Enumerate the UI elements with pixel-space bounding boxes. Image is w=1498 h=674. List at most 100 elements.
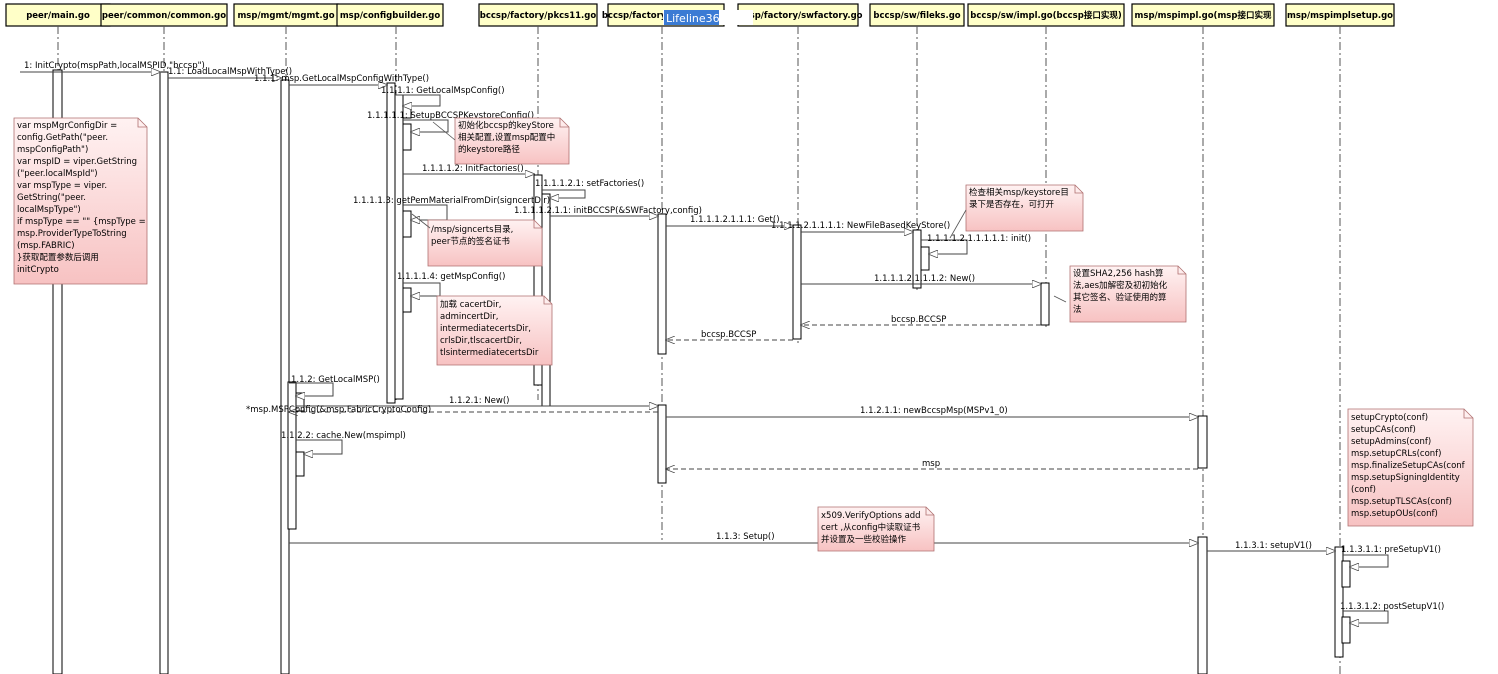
note-line: admincertDir, — [440, 312, 498, 322]
message-label: 1.1: LoadLocalMspWithType() — [168, 67, 292, 77]
activation-bar — [280, 79, 290, 674]
message-label: 1.1.2.2: cache.New(mspimpl) — [281, 431, 406, 441]
note-line: 录下是否存在，可打开 — [969, 199, 1055, 210]
message-label: 1.1.1.1.2.1.1: initBCCSP(&SWFactory,conf… — [514, 206, 702, 216]
message-label: 1.1.3.1.2: postSetupV1() — [1340, 602, 1444, 612]
participant-label: bccsp/factory/swfactory.go — [733, 11, 862, 21]
note-line: 检查相关msp/keystore目 — [969, 187, 1069, 198]
note-text: 设置SHA2,256 hash算 法,aes加解密及初初始化 其它签名、验证使用… — [1073, 268, 1170, 315]
message-label: 1.1.1.1.2.1.1.1.1.1: init() — [927, 234, 1031, 244]
message-label: 1.1.1.1.4: getMspConfig() — [397, 272, 505, 282]
participant-label: peer/common/common.go — [102, 11, 226, 21]
self-message-arrow — [296, 439, 343, 454]
message-label: *msp.MSPConfig(&msp.FabricCryptoConfig) — [246, 405, 431, 415]
participant-headers: peer/main.go peer/common/common.go msp/m… — [5, 3, 1395, 27]
message-label: 1.1.1.1.2.1: setFactories() — [535, 179, 644, 189]
note-line: if mspType == "" {mspType = — [17, 217, 146, 227]
message-label: 1.1.1.1: GetLocalMspConfig() — [381, 86, 505, 96]
activation-bar — [1197, 415, 1208, 469]
activation-bar — [1040, 282, 1050, 326]
notes: var mspMgrConfigDir = config.GetPath("pe… — [13, 117, 1474, 552]
message-label: 1.1.3.1.1: preSetupV1() — [1341, 545, 1441, 555]
message-lines — [20, 72, 1389, 623]
message-label: 1: InitCrypto(mspPath,localMSPID,"bccsp"… — [24, 61, 205, 71]
message-labels: 1: InitCrypto(mspPath,localMSPID,"bccsp"… — [24, 61, 1444, 612]
participant-label: msp/mgmt/mgmt.go — [237, 11, 334, 21]
note-line: (conf) — [1351, 485, 1376, 495]
note-setup-steps: setupCrypto(conf) setupCAs(conf) setupAd… — [1347, 408, 1474, 527]
self-message-arrow — [1343, 554, 1389, 567]
message-label: 1.1.2.1.1: newBccspMsp(MSPv1_0) — [860, 406, 1008, 416]
note-text: 加载 cacertDir, admincertDir, intermediate… — [440, 299, 539, 358]
note-line: 相关配置,设置msp配置中 — [458, 132, 555, 143]
note-line: tlsintermediatecertsDir — [440, 348, 539, 358]
note-line: msp.setupCRLs(conf) — [1351, 449, 1441, 459]
note-text: 检查相关msp/keystore目 录下是否存在，可打开 — [969, 187, 1072, 210]
activation-bar — [402, 287, 412, 313]
participant-label: peer/main.go — [26, 11, 90, 21]
activation-bar — [402, 210, 412, 238]
message-label: 1.1.1.1.2.1.1.1.2: New() — [874, 274, 975, 284]
lifeline-selection-tag[interactable]: Lifeline36 — [663, 10, 753, 25]
participant-impl: bccsp/sw/impl.go(bccsp接口实现) — [967, 3, 1125, 27]
note-line: 其它签名、验证使用的算 — [1073, 292, 1167, 303]
note-line: setupCAs(conf) — [1351, 425, 1416, 435]
note-line: 加载 cacertDir, — [440, 299, 501, 310]
participant-mspimplsetup: msp/mspimplsetup.go — [1285, 3, 1395, 27]
note-line: peer节点的签名证书 — [431, 236, 510, 247]
self-message-arrow — [542, 189, 586, 198]
activation-bar — [159, 71, 169, 674]
note-line: x509.VerifyOptions add — [821, 511, 921, 521]
note-line: 初始化bccsp的keyStore — [458, 120, 554, 131]
note-line: setupCrypto(conf) — [1351, 413, 1428, 423]
note-line: localMspType") — [17, 205, 81, 215]
participant-label: bccsp/factory/pkcs11.go — [480, 11, 597, 21]
activation-bar — [657, 213, 667, 355]
note-text: x509.VerifyOptions add cert ,从config中读取证… — [821, 511, 923, 545]
participant-peer-common: peer/common/common.go — [100, 3, 228, 27]
self-message-arrow — [403, 119, 449, 132]
activation-bar — [295, 451, 305, 477]
note-signcerts: /msp/signcerts目录, peer节点的签名证书 — [411, 213, 543, 267]
note-line: (msp.FABRIC) — [17, 241, 75, 251]
activation-bar — [386, 82, 396, 404]
participant-label: msp/configbuilder.go — [340, 11, 441, 21]
note-line: crlsDir,tlscacertDir, — [440, 336, 522, 346]
note-keystore-config: 初始化bccsp的keyStore 相关配置,设置msp配置中 的keystor… — [432, 117, 570, 165]
activation-bars — [52, 69, 1351, 674]
activation-bar — [402, 123, 412, 151]
note-line: config.GetPath("peer. — [17, 133, 108, 143]
note-line: msp.setupOUs(conf) — [1351, 509, 1438, 519]
note-text: 初始化bccsp的keyStore 相关配置,设置msp配置中 的keystor… — [458, 120, 558, 155]
lifeline-tag-label: Lifeline36 — [666, 12, 720, 25]
activation-bar — [52, 69, 63, 674]
note-line: 并设置及一些校验操作 — [821, 534, 907, 545]
note-line: 的keystore路径 — [458, 144, 520, 155]
activation-bar — [394, 94, 404, 400]
message-label: msp — [922, 459, 940, 469]
note-line: 法 — [1073, 304, 1082, 315]
participant-label: bccsp/sw/fileks.go — [873, 11, 960, 21]
note-line: intermediatecertsDir, — [440, 324, 531, 334]
note-line: msp.finalizeSetupCAs(conf — [1351, 461, 1466, 471]
note-line: 设置SHA2,256 hash算 — [1073, 268, 1164, 279]
note-line: var mspMgrConfigDir = — [17, 121, 117, 131]
note-line: mspConfigPath") — [17, 145, 88, 155]
activation-bar — [1197, 536, 1208, 674]
participant-label: bccsp/sw/impl.go(bccsp接口实现) — [970, 10, 1122, 21]
note-load-dirs: 加载 cacertDir, admincertDir, intermediate… — [436, 295, 553, 366]
self-message-arrow — [403, 282, 441, 296]
lifelines — [57, 26, 1341, 674]
participant-label: msp/mspimplsetup.go — [1287, 11, 1393, 21]
message-label: 1.1.2: GetLocalMSP() — [291, 375, 380, 385]
note-text: var mspMgrConfigDir = config.GetPath("pe… — [17, 121, 148, 275]
participant-configbuilder: msp/configbuilder.go — [336, 3, 444, 27]
message-label: 1.1.1.1.2.1.1.1: Get() — [690, 215, 780, 225]
activation-bar — [1334, 546, 1344, 658]
participant-msp-mgmt: msp/mgmt/mgmt.go — [233, 3, 339, 27]
participant-fileks: bccsp/sw/fileks.go — [869, 3, 965, 27]
note-text: /msp/signcerts目录, peer节点的签名证书 — [431, 225, 516, 247]
activation-bar — [920, 246, 930, 271]
activation-bar — [792, 224, 802, 340]
self-message-arrow — [1343, 610, 1389, 623]
